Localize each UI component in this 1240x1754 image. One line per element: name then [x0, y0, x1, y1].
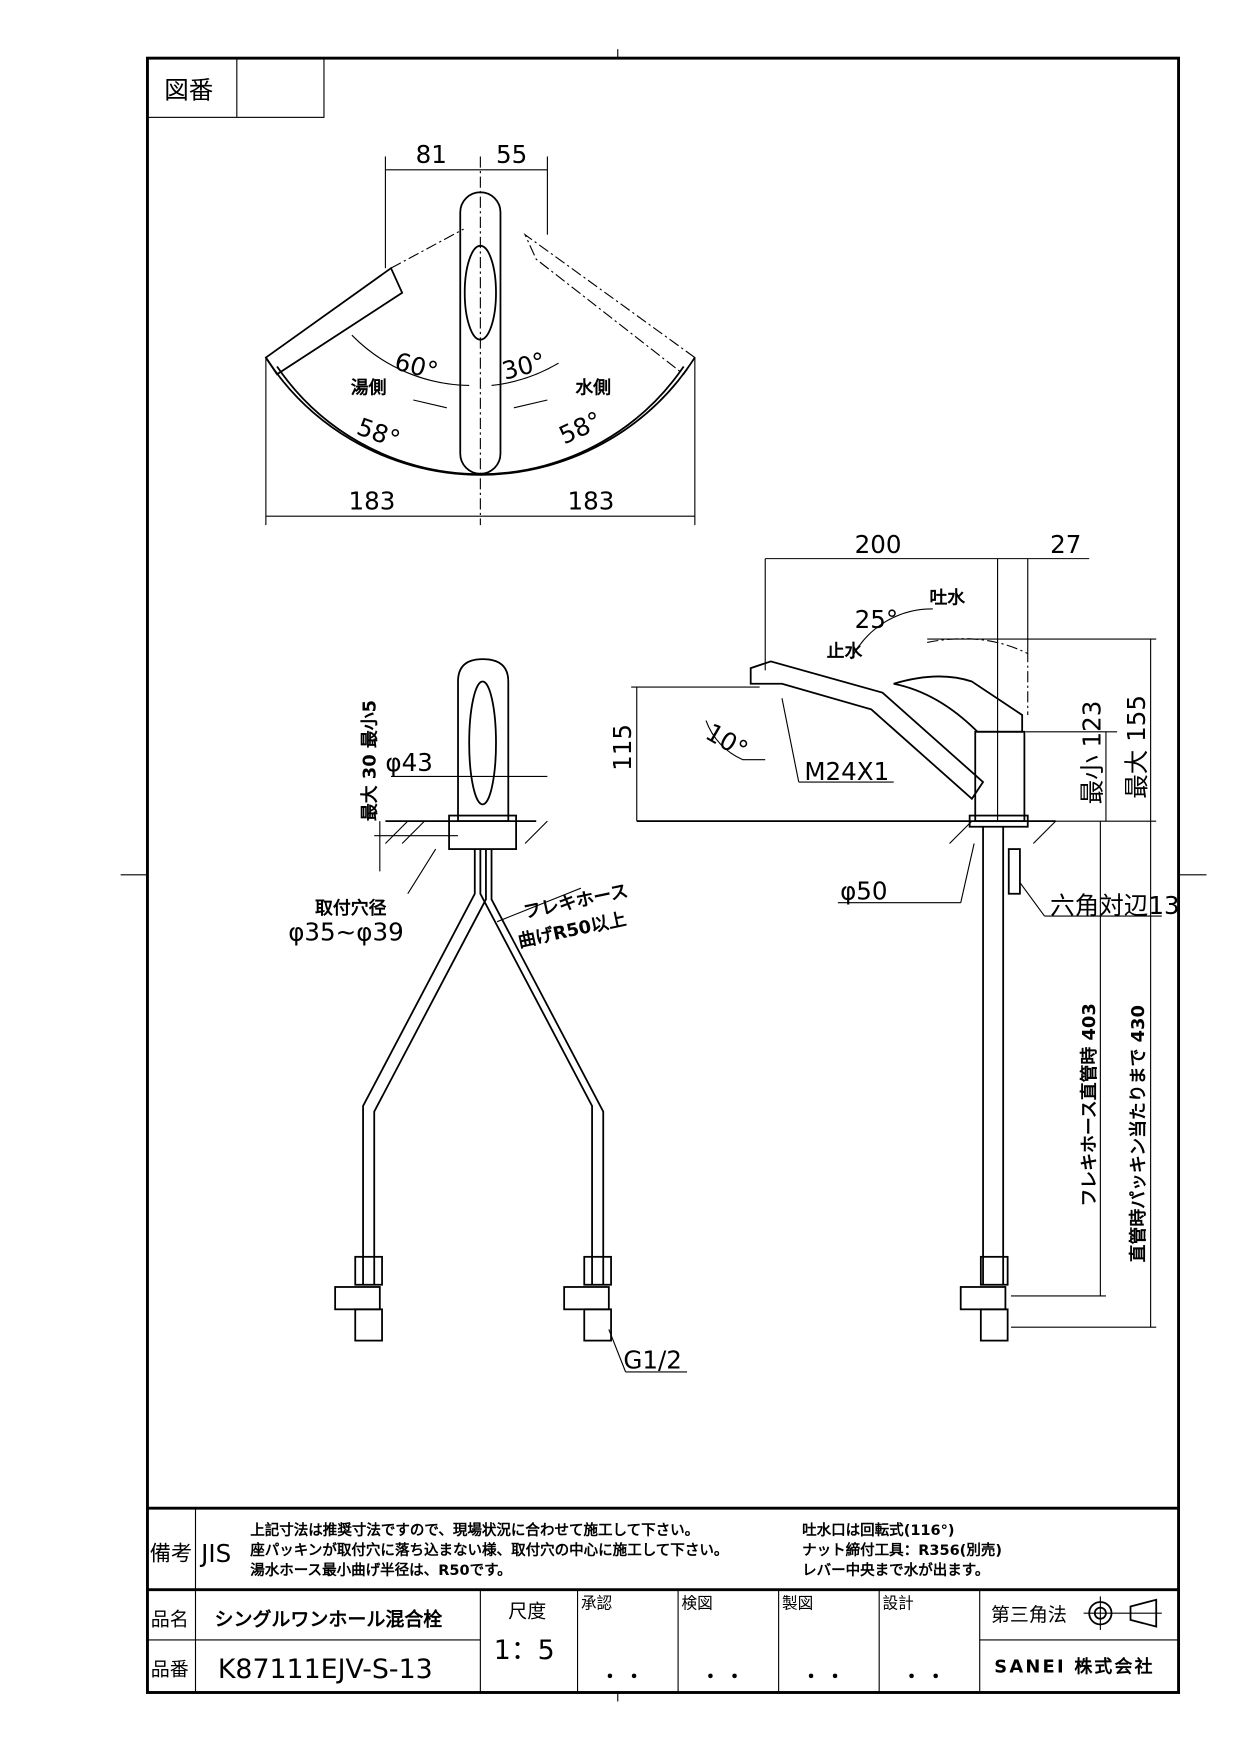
hex-size: 六角対辺13: [1050, 891, 1180, 920]
top-view: 81 55 60° 30° 湯側 水側 58° 58° 183 183: [264, 140, 696, 526]
notes-label: 備考: [150, 1542, 192, 1567]
width-left: 183: [349, 486, 396, 515]
hot-side-label: 湯側: [351, 376, 387, 398]
drawing-number-box: 図番: [146, 57, 325, 118]
design-label: 設計: [883, 1594, 914, 1613]
thread-m24: M24X1: [804, 757, 889, 786]
approve-label: 承認: [581, 1594, 613, 1613]
date-dots: ・ ・: [702, 1666, 744, 1687]
thread-g12: G1/2: [623, 1346, 682, 1375]
notes-box: 備考 JIS 上記寸法は推奨寸法ですので、現場状況に合わせて施工して下さい。 座…: [147, 1506, 1179, 1590]
projection-label: 第三角法: [991, 1604, 1067, 1626]
stop-label: 止水: [827, 640, 863, 662]
hole-diameter-range: φ35~φ39: [288, 918, 403, 947]
tilt-angle: 10°: [701, 717, 753, 764]
product-number-label: 品番: [151, 1659, 189, 1681]
max-height: 最大 155: [1122, 695, 1151, 799]
company-name: SANEI 株式会社: [994, 1655, 1154, 1677]
date-dots: ・ ・: [802, 1666, 844, 1687]
width-right: 183: [567, 486, 614, 515]
discharge-label: 吐水: [929, 586, 965, 608]
hole-diameter-label: 取付穴径: [315, 897, 387, 919]
note-line: 上記寸法は推奨寸法ですので、現場状況に合わせて施工して下さい。: [250, 1521, 699, 1539]
standard-jis: JIS: [199, 1539, 231, 1568]
drawing-number-label: 図番: [164, 75, 213, 104]
third-angle-projection-icon: [1083, 1596, 1162, 1630]
scale-value: 1：5: [494, 1635, 555, 1666]
dim-200: 200: [855, 530, 902, 559]
check-label: 検図: [681, 1594, 712, 1613]
side-view: 200 27 25° 吐水 止水 115 10° M24X1 φ50 六角対辺1…: [608, 530, 1180, 1342]
scale-label: 尺度: [508, 1601, 546, 1623]
dim-55: 55: [496, 140, 527, 169]
note-line: ナット締付工具：R356(別売): [802, 1541, 1002, 1559]
product-name-label: 品名: [151, 1608, 189, 1630]
hose-length: フレキホース直管時 403: [1078, 1003, 1100, 1206]
note-line: 座パッキンが取付穴に落ち込まない様、取付穴の中心に施工して下さい。: [249, 1541, 728, 1559]
product-name: シングルワンホール混合栓: [214, 1607, 442, 1630]
base-diameter: φ50: [840, 876, 887, 905]
title-block: 品名 シングルワンホール混合栓 品番 K87111EJV-S-13 尺度 1：5…: [147, 1588, 1179, 1693]
note-line: 吐水口は回転式(116°): [802, 1521, 954, 1539]
height-range-label: 最大 30 最小5: [358, 700, 380, 821]
rotation-left: 58°: [353, 412, 404, 454]
product-number: K87111EJV-S-13: [218, 1654, 433, 1685]
angle-30: 30°: [499, 346, 549, 385]
angle-60: 60°: [392, 346, 442, 385]
drawing-frame: [146, 56, 1181, 1694]
dim-115: 115: [608, 724, 637, 771]
dim-27: 27: [1050, 530, 1081, 559]
cold-side-label: 水側: [575, 376, 611, 398]
min-height: 最小 123: [1077, 701, 1106, 805]
diameter-43: φ43: [385, 748, 432, 777]
dim-81: 81: [416, 140, 447, 169]
hose-length-packing: 直管時パッキン当たりまで 430: [1127, 1005, 1149, 1262]
date-dots: ・ ・: [903, 1666, 945, 1687]
draft-label: 製図: [782, 1594, 813, 1613]
date-dots: ・ ・: [601, 1666, 643, 1687]
note-line: レバー中央まで水が出ます。: [802, 1561, 989, 1579]
note-line: 湯水ホース最小曲げ半径は、R50です。: [250, 1561, 511, 1579]
spout-angle: 25°: [855, 605, 899, 634]
